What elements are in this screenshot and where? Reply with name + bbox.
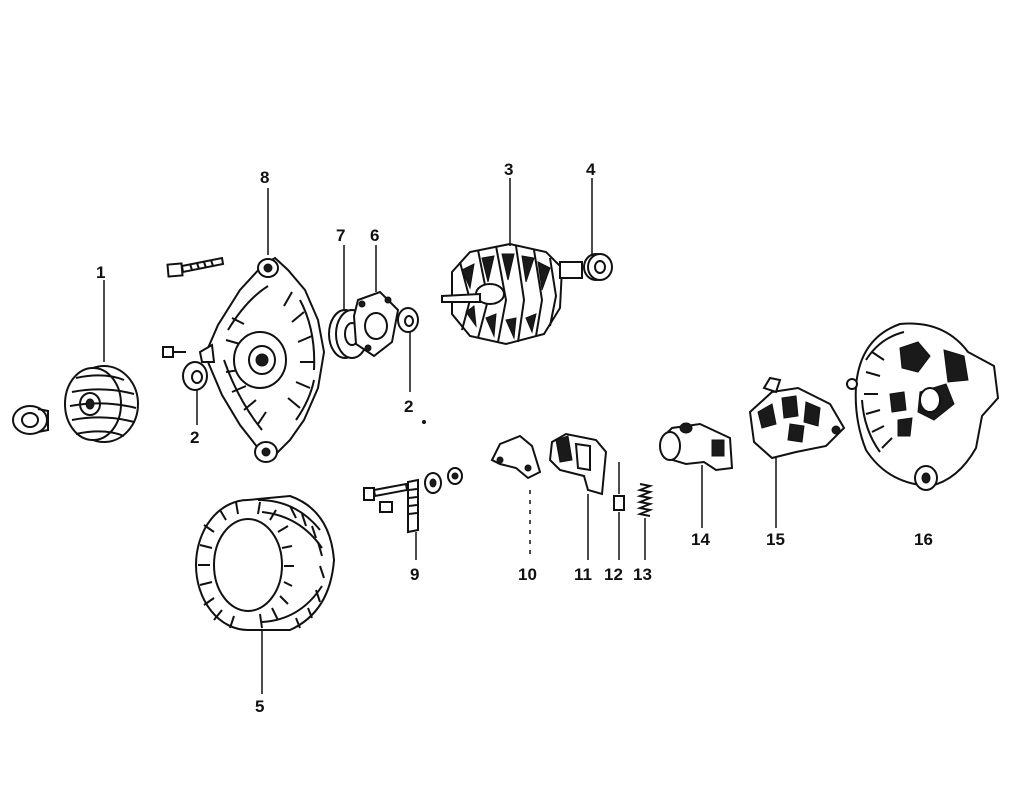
stray-mark	[422, 420, 426, 424]
through-bolt-top	[166, 256, 225, 278]
brush-drawing	[613, 495, 625, 511]
label-brush-spring: 13	[633, 565, 652, 584]
stator-drawing	[195, 494, 336, 631]
label-washer-right: 2	[404, 397, 413, 416]
label-rear-bearing: 4	[586, 160, 596, 179]
label-terminal-bolt: 9	[410, 565, 419, 584]
label-pulley: 1	[96, 263, 105, 282]
label-stator: 5	[255, 697, 264, 716]
bearing-retainer-drawing	[352, 290, 400, 358]
washer-left-drawing	[182, 361, 208, 391]
front-screw-small	[162, 346, 186, 358]
label-regulator: 14	[691, 530, 710, 549]
rear-end-frame-drawing	[846, 322, 1000, 491]
rotor-drawing	[441, 242, 583, 346]
washer-right-drawing	[397, 307, 419, 333]
terminal-bolt-drawing	[363, 467, 463, 534]
brush-holder-drawing	[548, 432, 608, 496]
label-rotor: 3	[504, 160, 513, 179]
rear-bearing-drawing	[583, 253, 613, 281]
label-drive-end-frame: 8	[260, 168, 269, 187]
label-washer-left: 2	[190, 428, 199, 447]
label-rectifier: 15	[766, 530, 785, 549]
label-front-bearing: 7	[336, 226, 345, 245]
label-brush-holder: 11	[574, 565, 592, 584]
label-bracket: 10	[518, 565, 537, 584]
regulator-drawing	[659, 422, 734, 472]
pulley-nut	[12, 405, 49, 435]
brush-spring-drawing	[636, 483, 654, 517]
label-bearing-retainer: 6	[370, 226, 379, 245]
bracket-drawing	[490, 434, 542, 480]
rectifier-drawing	[748, 376, 846, 460]
pulley-drawing	[64, 365, 139, 443]
drive-end-frame-drawing	[198, 256, 326, 463]
label-brush: 12	[604, 565, 623, 584]
label-rear-end-frame: 16	[914, 530, 933, 549]
